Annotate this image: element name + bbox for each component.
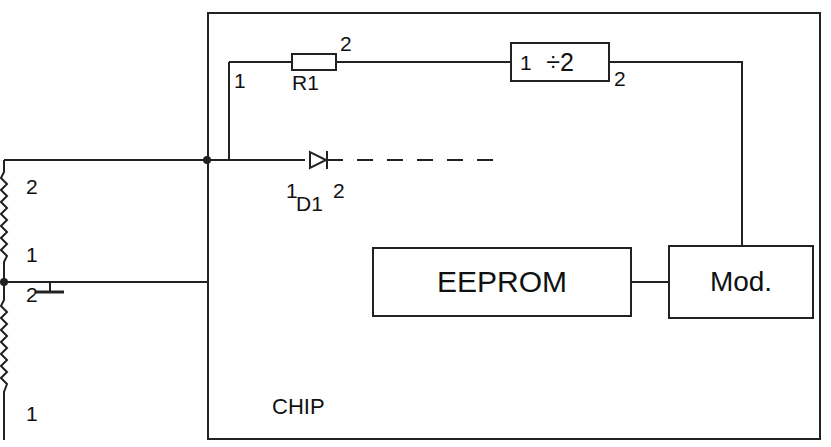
pin-number: 1 (26, 244, 38, 265)
coil-symbol (1, 160, 7, 282)
junction-dot (0, 278, 8, 286)
coil-symbol (1, 282, 7, 440)
resistor-symbol (292, 54, 336, 70)
wire (327, 159, 500, 161)
pin-number: 2 (340, 33, 352, 54)
box-title: CHIP (272, 396, 325, 418)
pin-number: 2 (333, 180, 345, 201)
antenna-wire (4, 159, 207, 161)
box-title: EEPROM (437, 267, 567, 297)
wire (228, 62, 230, 160)
wire (336, 61, 510, 63)
part-name: D1 (296, 193, 323, 214)
pin-number: 2 (26, 284, 38, 305)
box-title: Mod. (710, 268, 772, 296)
modulator-box: Mod. (668, 245, 814, 319)
antenna-wire (4, 281, 207, 283)
pin-number: 2 (614, 68, 626, 89)
box-title: ÷2 (546, 50, 574, 75)
signal-wire (610, 62, 742, 245)
pin-number: 1 (234, 70, 246, 91)
memory-box: EEPROM (372, 247, 632, 317)
signal-wire (632, 282, 668, 283)
part-name: R1 (292, 72, 319, 93)
ground-symbol (36, 291, 64, 294)
wire (207, 159, 305, 161)
pin-number: 1 (286, 180, 298, 201)
pin-number: 1 (26, 403, 38, 424)
diode-symbol (310, 152, 326, 168)
wire (229, 61, 292, 63)
pin-number: 1 (520, 52, 532, 73)
pin-number: 2 (26, 176, 38, 197)
